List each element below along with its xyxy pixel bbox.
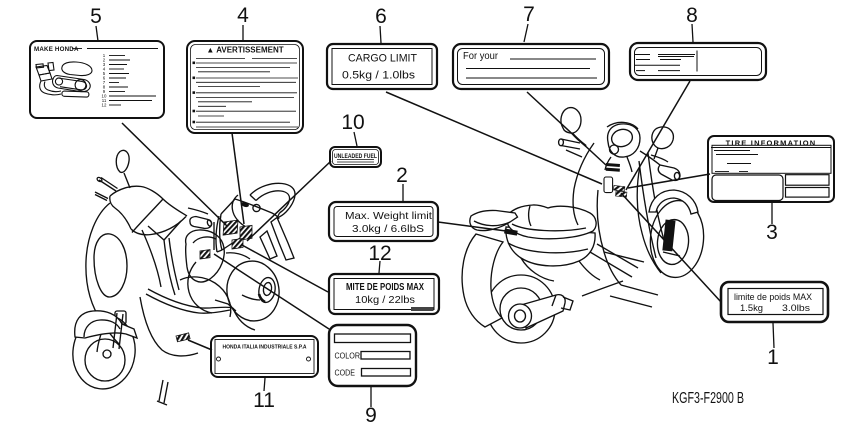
svg-text:2: 2 — [103, 58, 106, 63]
svg-text:MAKE HONDA: MAKE HONDA — [34, 46, 79, 53]
svg-text:10kg / 22lbs: 10kg / 22lbs — [355, 294, 415, 306]
svg-text:3.0kg / 6.6lbS: 3.0kg / 6.6lbS — [352, 223, 424, 235]
svg-text:1.5kg: 1.5kg — [740, 303, 763, 314]
svg-text:5: 5 — [90, 5, 102, 28]
svg-text:8: 8 — [686, 4, 698, 27]
svg-text:Max. Weight limit: Max. Weight limit — [345, 210, 432, 222]
svg-text:12: 12 — [102, 103, 107, 108]
svg-text:9: 9 — [103, 89, 106, 94]
svg-text:3: 3 — [766, 221, 778, 244]
svg-text:MITE DE POIDS MAX: MITE DE POIDS MAX — [346, 281, 424, 293]
svg-text:CARGO LIMIT: CARGO LIMIT — [348, 53, 417, 65]
svg-text:KGF3-F2900 B: KGF3-F2900 B — [672, 390, 744, 407]
svg-text:5: 5 — [103, 71, 106, 76]
svg-text:COLOR: COLOR — [335, 351, 361, 361]
svg-text:▲ AVERTISSEMENT: ▲ AVERTISSEMENT — [206, 46, 283, 55]
svg-text:UNLEADED FUEL: UNLEADED FUEL — [334, 154, 377, 160]
svg-text:For your: For your — [463, 51, 499, 62]
svg-text:4: 4 — [237, 4, 249, 27]
svg-text:1: 1 — [103, 53, 106, 58]
svg-text:4: 4 — [103, 67, 106, 72]
svg-text:7: 7 — [523, 3, 535, 26]
svg-text:TIRE INFORMATION: TIRE INFORMATION — [726, 139, 817, 148]
svg-text:11: 11 — [253, 389, 275, 412]
svg-text:6: 6 — [103, 76, 106, 81]
svg-text:3: 3 — [103, 62, 106, 67]
svg-text:2: 2 — [396, 164, 408, 187]
svg-text:10: 10 — [341, 111, 364, 134]
svg-text:9: 9 — [365, 404, 377, 427]
svg-text:6: 6 — [375, 5, 387, 28]
svg-text:11: 11 — [102, 98, 107, 103]
svg-text:10: 10 — [102, 94, 107, 99]
svg-text:0.5kg / 1.0lbs: 0.5kg / 1.0lbs — [342, 70, 416, 82]
svg-text:limite de poids MAX: limite de poids MAX — [734, 292, 813, 303]
svg-text:CODE: CODE — [335, 368, 356, 378]
svg-text:7: 7 — [103, 80, 106, 85]
svg-text:HONDA ITALIA INDUSTRIALE S.P.A: HONDA ITALIA INDUSTRIALE S.P.A — [223, 345, 307, 351]
svg-text:8: 8 — [103, 85, 106, 90]
svg-text:1: 1 — [767, 346, 779, 369]
svg-text:3.0lbs: 3.0lbs — [782, 303, 810, 314]
svg-text:12: 12 — [368, 242, 391, 265]
